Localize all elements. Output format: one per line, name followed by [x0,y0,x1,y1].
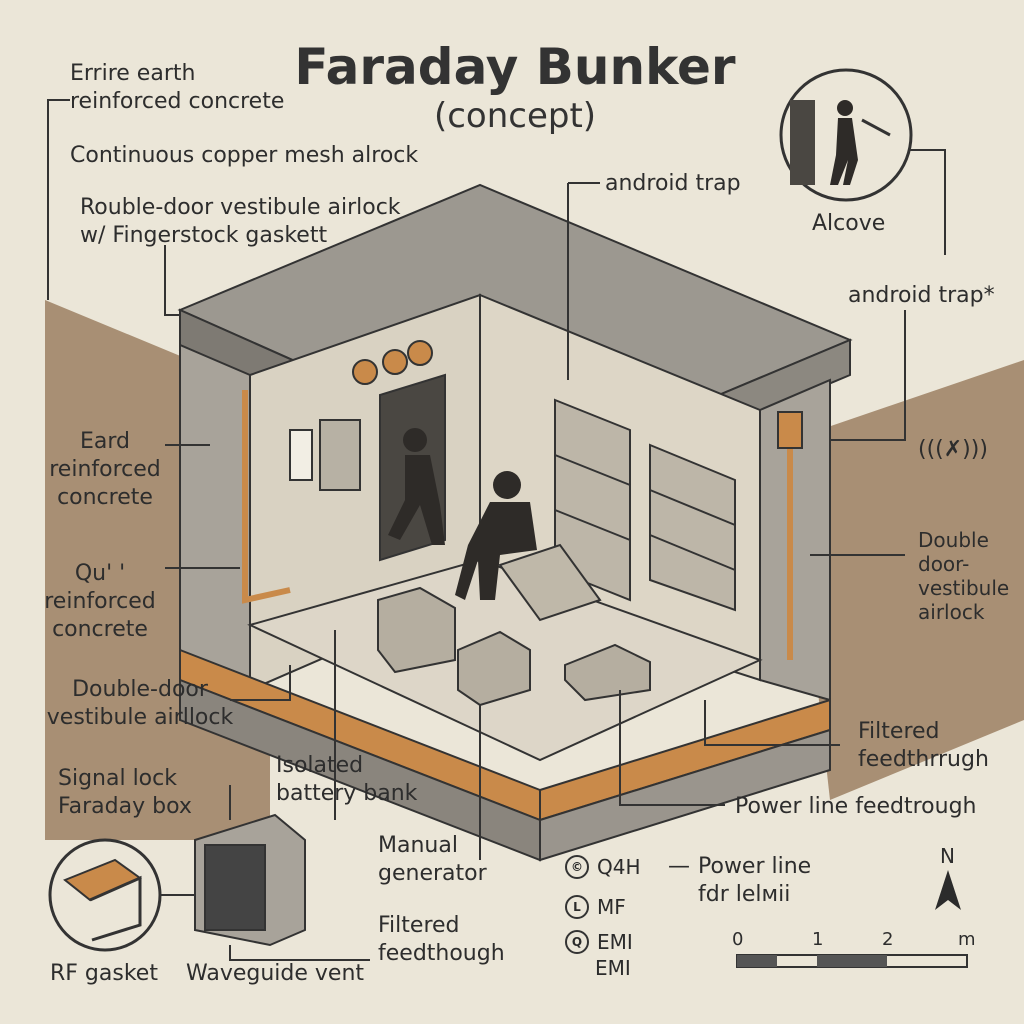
scale-bar [736,954,968,968]
copper-pipe-left [242,390,291,604]
alcove-inset [779,68,913,202]
label-isolated-battery: Isolated battery bank [276,753,418,806]
scale-tick: 1 [812,929,824,950]
rf-gasket-inset [48,838,162,952]
battery-box [377,586,456,674]
person-walking [388,428,445,545]
label-android-trap-right: android trap* [848,283,995,308]
legend-code: Q4H [597,855,641,879]
label-filtered-feed-right: Filtered feedthrrugh [858,719,989,772]
legend-row-1: © Q4H [565,855,641,879]
label-signal-lock: Signal lock Faraday box [58,766,192,819]
title: Faraday Bunker [294,38,736,96]
scale-tick: m [958,929,976,950]
legend-code: EMI [597,930,633,954]
label-double-door-top: Rouble-door vestibule airlock w/ Fingers… [80,195,401,248]
table [564,643,651,702]
label-manual-gen: Manual generator [378,833,487,886]
generator-box [457,630,531,707]
label-android-trap-top: android trap [605,171,741,196]
label-eard-concrete: Eard reinforced concrete [49,429,161,510]
north-arrow [935,870,961,910]
shelf-1 [554,398,631,602]
label-power-feed: Power line feedtrough [735,794,977,819]
earth-right [790,360,1024,800]
label-earth-concrete: Errire earth reinforced concrete [70,61,285,114]
scale-tick: 2 [882,929,894,950]
signal-icon: (((✗))) [918,437,988,462]
person-sitting [455,471,537,600]
legend-row-4: EMI [595,956,631,980]
label-filtered-feed-bottom: Filtered feedthough [378,913,505,966]
label-waveguide: Waveguide vent [186,961,365,986]
label-rf-gasket: RF gasket [50,961,158,986]
legend-code: EMI [595,956,631,980]
waveguide-box [194,813,306,947]
legend-power-line: Power line fdr lelмii [698,854,812,907]
legend-row-3: Q EMI [565,930,633,954]
label-alcove: Alcove [812,211,886,236]
label-copper-mesh: Continuous copper mesh alrock [70,143,419,168]
label-double-door-right: Double door- vestibule airlock [918,528,1010,624]
label-qu-concrete: Qu' ' reinforced concrete [44,561,156,642]
legend-symbol-icon: © [565,855,589,879]
legend-symbol-icon: L [565,895,589,919]
legend-code: MF [597,895,626,919]
leader-lines [47,99,946,961]
subtitle: (concept) [433,96,597,136]
bench [498,543,602,622]
north-label: N [940,844,955,868]
left-wall [179,343,251,692]
legend-dash: — [668,854,690,879]
legend-row-2: L MF [565,895,626,919]
scale-tick: 0 [732,929,744,950]
legend-symbol-icon: Q [565,930,589,954]
label-double-door-bottom: Double-door vestibule airllock [46,677,234,730]
